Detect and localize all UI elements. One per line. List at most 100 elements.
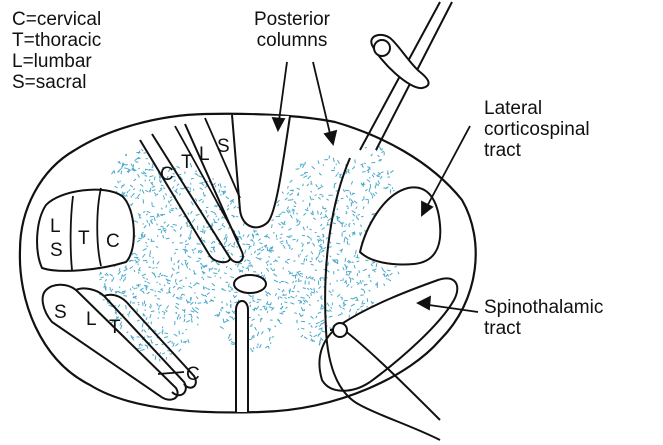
- grey-matter-speck: [213, 219, 215, 223]
- grey-matter-speck: [231, 342, 235, 344]
- grey-matter-speck: [191, 315, 192, 318]
- grey-matter-speck: [147, 293, 149, 295]
- grey-matter-speck: [323, 256, 325, 257]
- grey-matter-speck: [139, 151, 140, 154]
- grey-matter-speck: [326, 237, 327, 239]
- grey-matter-speck: [221, 309, 222, 311]
- grey-matter-speck: [149, 223, 150, 226]
- grey-matter-speck: [291, 249, 293, 250]
- grey-matter-speck: [124, 184, 125, 185]
- grey-matter-speck: [319, 173, 322, 175]
- grey-matter-speck: [321, 212, 322, 215]
- grey-matter-speck: [257, 253, 260, 256]
- grey-matter-speck: [296, 280, 297, 282]
- grey-matter-speck: [191, 178, 194, 179]
- grey-matter-speck: [144, 330, 146, 333]
- grey-matter-speck: [220, 277, 221, 278]
- grey-matter-speck: [298, 281, 302, 282]
- grey-matter-speck: [185, 246, 186, 248]
- grey-matter-speck: [233, 295, 234, 298]
- grey-matter-speck: [122, 164, 125, 165]
- grey-matter-speck: [170, 199, 173, 201]
- grey-matter-speck: [317, 236, 320, 237]
- grey-matter-speck: [138, 270, 141, 271]
- grey-matter-speck: [229, 339, 232, 341]
- grey-matter-speck: [356, 250, 357, 254]
- grey-matter-speck: [349, 223, 351, 225]
- grey-matter-speck: [303, 184, 304, 186]
- grey-matter-speck: [280, 297, 283, 299]
- grey-matter-speck: [314, 288, 315, 292]
- grey-matter-speck: [145, 304, 146, 307]
- grey-matter-speck: [154, 217, 155, 221]
- grey-matter-speck: [131, 196, 132, 198]
- grey-matter-speck: [193, 252, 194, 253]
- grey-matter-speck: [327, 224, 328, 226]
- grey-matter-speck: [293, 281, 294, 283]
- grey-matter-speck: [299, 274, 301, 276]
- grey-matter-speck: [222, 308, 223, 309]
- grey-matter-speck: [140, 349, 144, 350]
- grey-matter-speck: [285, 198, 288, 200]
- grey-matter-speck: [177, 184, 179, 186]
- grey-matter-speck: [320, 224, 322, 226]
- grey-matter-speck: [392, 187, 393, 189]
- grey-matter-speck: [189, 269, 190, 270]
- grey-matter-speck: [329, 291, 332, 293]
- grey-matter-speck: [370, 280, 372, 281]
- grey-matter-speck: [330, 256, 332, 257]
- grey-matter-speck: [152, 206, 155, 207]
- grey-matter-speck: [307, 184, 309, 186]
- grey-matter-speck: [179, 214, 182, 216]
- grey-matter-speck: [212, 289, 215, 290]
- grey-matter-speck: [390, 273, 393, 275]
- grey-matter-speck: [220, 183, 221, 187]
- grey-matter-speck: [299, 221, 301, 222]
- grey-matter-speck: [127, 332, 129, 333]
- grey-matter-speck: [288, 271, 290, 273]
- grey-matter-speck: [360, 306, 363, 308]
- grey-matter-speck: [341, 198, 344, 199]
- grey-matter-speck: [183, 249, 187, 250]
- grey-matter-speck: [354, 255, 356, 256]
- grey-matter-speck: [207, 293, 210, 295]
- grey-matter-speck: [290, 303, 294, 304]
- grey-matter-speck: [160, 188, 162, 189]
- grey-matter-speck: [368, 171, 369, 173]
- grey-matter-speck: [182, 333, 184, 334]
- grey-matter-speck: [124, 269, 128, 271]
- grey-matter-speck: [343, 308, 345, 309]
- grey-matter-speck: [118, 181, 119, 183]
- posterior-columns-label: Posterior columns: [240, 9, 344, 51]
- grey-matter-speck: [188, 339, 189, 343]
- grey-matter-speck: [283, 267, 284, 269]
- lateral-corticospinal-region: [360, 187, 440, 264]
- grey-matter-speck: [151, 219, 153, 220]
- grey-matter-speck: [235, 296, 237, 298]
- grey-matter-speck: [180, 193, 181, 195]
- anterior-median-fissure: [236, 301, 248, 412]
- grey-matter-speck: [346, 275, 349, 276]
- grey-matter-speck: [181, 263, 183, 265]
- grey-matter-speck: [367, 167, 370, 168]
- grey-matter-speck: [222, 289, 226, 291]
- grey-matter-speck: [156, 267, 157, 268]
- grey-matter-speck: [318, 334, 319, 336]
- grey-matter-speck: [174, 253, 175, 254]
- grey-matter-speck: [333, 158, 334, 162]
- grey-matter-speck: [147, 211, 151, 212]
- grey-matter-speck: [140, 184, 143, 186]
- grey-matter-speck: [148, 239, 150, 240]
- grey-matter-speck: [356, 257, 360, 258]
- lateral-corticospinal-line-2: corticospinal: [484, 119, 590, 140]
- grey-matter-speck: [313, 218, 316, 220]
- grey-matter-speck: [201, 183, 204, 185]
- grey-matter-speck: [145, 310, 146, 311]
- grey-matter-speck: [304, 258, 305, 262]
- grey-matter-speck: [222, 216, 223, 218]
- grey-matter-speck: [298, 278, 299, 280]
- grey-matter-speck: [321, 320, 324, 322]
- grey-matter-speck: [352, 211, 356, 213]
- grey-matter-speck: [231, 246, 235, 248]
- grey-matter-speck: [243, 235, 244, 237]
